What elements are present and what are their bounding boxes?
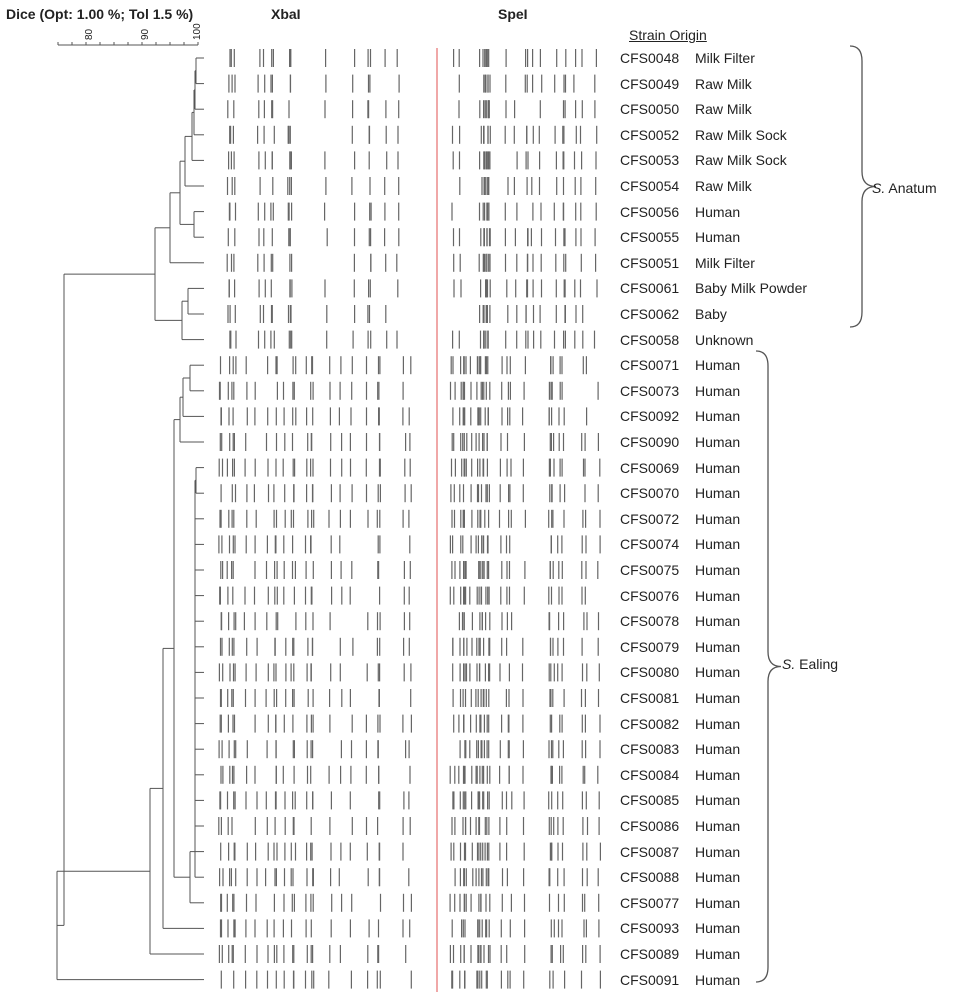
- strain-id: CFS0072: [620, 510, 680, 527]
- strain-id: CFS0062: [620, 306, 680, 322]
- strain-id: CFS0089: [620, 946, 680, 962]
- strain-origin: Human: [695, 664, 741, 681]
- strain-id: CFS0090: [620, 434, 680, 450]
- strain-origin: Human: [695, 766, 741, 783]
- strain-id: CFS0048: [620, 50, 680, 66]
- strain-id: CFS0074: [620, 536, 680, 553]
- strain-origin: Raw Milk: [695, 101, 752, 118]
- strain-id: CFS0091: [620, 971, 680, 988]
- ealing-group-brace: [755, 350, 782, 983]
- strain-id: CFS0071: [620, 357, 680, 374]
- strain-origin: Human: [695, 869, 741, 886]
- strain-id: CFS0070: [620, 485, 680, 502]
- strain-origin: Raw Milk Sock: [695, 126, 787, 143]
- strain-origin: Human: [695, 357, 741, 374]
- strain-origin: Human: [695, 715, 741, 732]
- strain-id: CFS0076: [620, 587, 680, 604]
- strain-origin: Human: [695, 946, 741, 962]
- strain-origin-header: Strain Origin: [629, 27, 707, 43]
- enzyme-xbai-header: XbaI: [271, 6, 301, 22]
- strain-id: CFS0079: [620, 638, 680, 655]
- strain-id: CFS0061: [620, 280, 680, 297]
- strain-id: CFS0078: [620, 613, 680, 630]
- strain-origin: Human: [695, 562, 741, 578]
- strain-origin: Human: [695, 920, 741, 937]
- strain-origin: Milk Filter: [695, 50, 755, 66]
- strain-id: CFS0086: [620, 818, 680, 834]
- strain-origin: Baby Milk Powder: [695, 280, 808, 297]
- strain-origin: Unknown: [695, 331, 754, 348]
- strain-id: CFS0085: [620, 792, 680, 809]
- strain-origin: Human: [695, 690, 741, 706]
- strain-origin: Human: [695, 792, 741, 809]
- strain-origin: Human: [695, 382, 741, 399]
- strain-origin: Human: [695, 587, 741, 604]
- strain-id: CFS0075: [620, 562, 680, 578]
- strain-id: CFS0058: [620, 331, 680, 348]
- strain-origin: Human: [695, 434, 741, 450]
- strain-origin: Human: [695, 536, 741, 553]
- strain-id: CFS0082: [620, 715, 680, 732]
- strain-id: CFS0050: [620, 101, 680, 118]
- strain-origin: Raw Milk Sock: [695, 152, 787, 169]
- strain-id: CFS0052: [620, 126, 680, 143]
- strain-origin: Human: [695, 818, 741, 834]
- strain-origin: Human: [695, 485, 741, 502]
- strain-id: CFS0077: [620, 894, 680, 911]
- strain-origin: Human: [695, 510, 741, 527]
- strain-origin: Human: [695, 894, 741, 911]
- strain-origin: Human: [695, 613, 741, 630]
- strain-origin: Raw Milk: [695, 75, 752, 92]
- strain-origin: Human: [695, 843, 741, 860]
- strain-origin: Human: [695, 741, 741, 758]
- strain-origin: Human: [695, 408, 741, 425]
- strain-origin: Human: [695, 638, 741, 655]
- strain-origin: Baby: [695, 306, 727, 322]
- strain-id: CFS0083: [620, 741, 680, 758]
- strain-id: CFS0088: [620, 869, 680, 886]
- strain-id: CFS0073: [620, 382, 680, 399]
- strain-id: CFS0056: [620, 203, 680, 220]
- strain-id: CFS0087: [620, 843, 680, 860]
- group-label-anatum: S. Anatum: [872, 180, 937, 196]
- strain-id: CFS0080: [620, 664, 680, 681]
- strain-id: CFS0049: [620, 75, 680, 92]
- strain-origin: Human: [695, 229, 741, 246]
- strain-origin: Raw Milk: [695, 178, 752, 194]
- enzyme-spei-header: SpeI: [498, 6, 528, 22]
- strain-origin: Human: [695, 971, 741, 988]
- strain-id: CFS0084: [620, 766, 680, 783]
- strain-origin: Milk Filter: [695, 254, 755, 271]
- strain-id: CFS0092: [620, 408, 680, 425]
- strain-id: CFS0053: [620, 152, 680, 169]
- strain-id: CFS0069: [620, 459, 680, 476]
- strain-id: CFS0054: [620, 178, 680, 194]
- strain-id: CFS0051: [620, 254, 680, 271]
- similarity-scale-title: Dice (Opt: 1.00 %; Tol 1.5 %): [6, 6, 194, 22]
- group-label-ealing: S. Ealing: [782, 656, 839, 672]
- strain-origin: Human: [695, 203, 741, 220]
- strain-id: CFS0093: [620, 920, 680, 937]
- strain-id: CFS0081: [620, 690, 680, 706]
- strain-origin: Human: [695, 459, 741, 476]
- strain-id: CFS0055: [620, 229, 680, 246]
- anatum-group-brace: [849, 45, 877, 328]
